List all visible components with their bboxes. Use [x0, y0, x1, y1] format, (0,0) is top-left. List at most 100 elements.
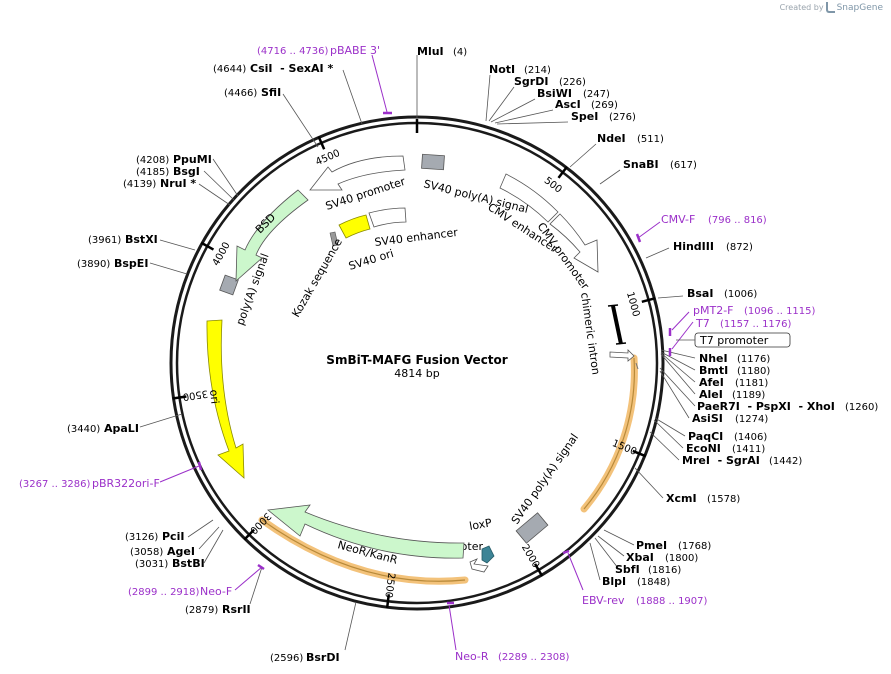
site-xcmi[interactable]: XcmI(1578) [666, 492, 740, 505]
site-pos: (1260) [845, 402, 878, 413]
site-name: AsiSI [692, 412, 723, 425]
site-pos: (1274) [735, 414, 768, 425]
scale-tick [557, 165, 568, 179]
primer-range: (1888 .. 1907) [636, 596, 708, 607]
site-pos: (3440) [67, 424, 100, 435]
polya-feature [219, 274, 239, 296]
site-name: PpuMI [173, 153, 212, 166]
site-apali[interactable]: (3440) ApaLI [67, 422, 139, 435]
primer-range: (3267 .. 3286) [19, 479, 91, 490]
site-name: BmtI [699, 364, 728, 377]
site-asisi[interactable]: AsiSI (1274) [692, 412, 768, 425]
site-rsrii[interactable]: (2879)RsrII [185, 603, 251, 616]
site-pos: (214) [524, 65, 551, 76]
site-pos: (269) [591, 100, 618, 111]
site-name: RsrII [222, 603, 251, 616]
site-alei[interactable]: AleI(1189) [699, 388, 765, 401]
site-sfii[interactable]: (4466)SfiI [224, 86, 281, 99]
kozak-feature [329, 231, 339, 247]
site-bsrdi[interactable]: (2596)BsrDI [270, 651, 340, 664]
site-pos: (3058) [130, 547, 163, 558]
site-bmti[interactable]: BmtI(1180) [699, 364, 770, 377]
scale-tick-label: 1000 [624, 291, 641, 318]
site-name: BsgI [173, 165, 200, 178]
site-name: SnaBI [623, 158, 659, 171]
chimeric-intron-caps [607, 304, 627, 345]
scale-tick [641, 296, 656, 304]
site-nhei[interactable]: NheI(1176) [699, 352, 770, 365]
site-bstbi[interactable]: (3031)BstBI [135, 557, 205, 570]
primer-pbabe3[interactable]: (4716 .. 4736)pBABE 3' [257, 44, 380, 57]
site-ppumi[interactable]: (4208) PpuMI [136, 153, 212, 166]
primer-range: (4716 .. 4736) [257, 46, 329, 57]
site-pos: (4644) [213, 64, 246, 75]
site-xbai[interactable]: XbaI(1800) [626, 551, 698, 564]
scale-tick [632, 449, 647, 458]
site-name: ApaLI [104, 422, 139, 435]
site-pos: (4208) [136, 155, 169, 166]
site-pcii[interactable]: (3126)PciI [125, 530, 184, 543]
site-mlui[interactable]: MluI(4) [417, 45, 467, 58]
site-pos: (3126) [125, 532, 158, 543]
site-pmei[interactable]: PmeI (1768) [636, 539, 711, 552]
site-afei[interactable]: AfeI (1181) [699, 376, 768, 389]
scale-tick-label: 3500 [182, 387, 209, 402]
primer-range: (2289 .. 2308) [498, 652, 570, 663]
site-csii[interactable]: (4644)CsiI - SexAI * [213, 62, 333, 75]
site-sgrdi[interactable]: SgrDI(226) [514, 75, 586, 88]
site-pos: (1442) [769, 456, 802, 467]
primer-name: pMT2-F [693, 304, 734, 317]
primer-neof[interactable]: (2899 .. 2918)Neo-F [128, 585, 232, 598]
chimeric-intron-label: chimeric intron [578, 292, 602, 376]
site-name: BsaI [687, 287, 713, 300]
site-hindiii[interactable]: HindIII(872) [673, 240, 753, 253]
site-name: AscI [555, 98, 581, 111]
t7-promoter-label: T7 promoter [699, 334, 769, 347]
primer-pmt2f[interactable]: pMT2-F(1096 .. 1115) [693, 304, 816, 317]
sv40-enhancer-feature [368, 207, 407, 228]
site-name: MluI [417, 45, 444, 58]
kozak-label: Kozak sequence [289, 236, 345, 320]
site-bspei[interactable]: (3890)BspEI [77, 257, 148, 270]
site-name: PmeI [636, 539, 667, 552]
site-paqci[interactable]: PaqCI(1406) [688, 430, 767, 443]
site-asci[interactable]: AscI (269) [555, 98, 618, 111]
site-bstxi[interactable]: (3961) BstXI [88, 233, 158, 246]
primer-cmvf[interactable]: CMV-F(796 .. 816) [661, 213, 767, 226]
site-noti[interactable]: NotI(214) [489, 63, 551, 76]
scale-tick [317, 135, 326, 150]
site-bsai[interactable]: BsaI(1006) [687, 287, 757, 300]
primer-pbr322[interactable]: (3267 .. 3286)pBR322ori-F [19, 477, 160, 490]
site-paer7i[interactable]: PaeR7I - PspXI - XhoI(1260) [697, 400, 878, 413]
site-name: AfeI [699, 376, 724, 389]
site-bsiwi[interactable]: BsiWI(247) [537, 87, 610, 100]
smbit-fusion-tick [635, 362, 639, 370]
site-name: NdeI [597, 132, 626, 145]
site-name: BlpI [602, 575, 626, 588]
site-sbfi[interactable]: SbfI(1816) [615, 563, 681, 576]
site-agei[interactable]: (3058)AgeI [130, 545, 195, 558]
primer-name: CMV-F [661, 213, 695, 226]
site-spei[interactable]: SpeI(276) [571, 110, 636, 123]
site-nrui[interactable]: (4139)NruI * [123, 177, 196, 190]
site-pos: (3961) [88, 235, 121, 246]
site-pos: (1578) [707, 494, 740, 505]
site-pos: (4139) [123, 179, 156, 190]
site-pos: (1181) [735, 378, 768, 389]
site-pos: (511) [637, 134, 664, 145]
primer-ebvrev[interactable]: EBV-rev(1888 .. 1907) [582, 594, 708, 607]
sv40-ori-feature [338, 214, 371, 239]
site-name: NheI [699, 352, 728, 365]
site-mrei[interactable]: MreI - SgrAI(1442) [682, 454, 802, 467]
primer-neor[interactable]: Neo-R(2289 .. 2308) [455, 650, 570, 663]
site-pos: (1768) [678, 541, 711, 552]
scale-tick [172, 395, 187, 400]
site-econi[interactable]: EcoNI(1411) [686, 442, 765, 455]
site-bsgi[interactable]: (4185)BsgI [136, 165, 200, 178]
site-snabi[interactable]: SnaBI(617) [623, 158, 697, 171]
site-ndei[interactable]: NdeI (511) [597, 132, 664, 145]
site-name: BstXI [125, 233, 158, 246]
site-name: BsrDI [306, 651, 340, 664]
primer-t7[interactable]: T7(1157 .. 1176) [695, 317, 792, 330]
site-blpi[interactable]: BlpI(1848) [602, 575, 670, 588]
